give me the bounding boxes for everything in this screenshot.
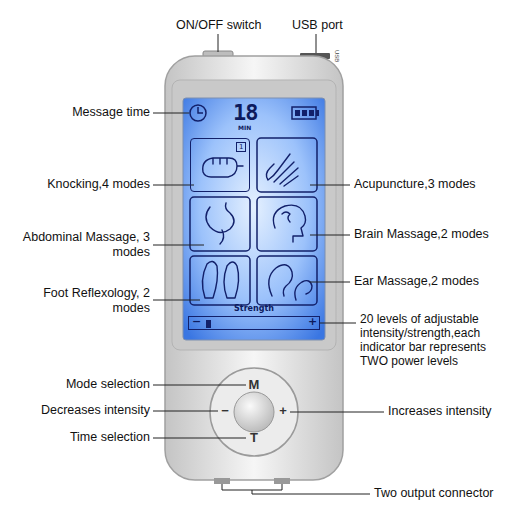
button-label: + — [277, 403, 289, 419]
control-ring — [210, 368, 298, 456]
timer-value: 18 — [233, 102, 258, 124]
clock-hands — [198, 107, 203, 113]
brain-icon — [273, 205, 305, 242]
lcd-screen — [183, 98, 325, 340]
mode-cell — [257, 256, 317, 305]
bracket — [222, 484, 370, 494]
battery-bar — [309, 110, 314, 116]
button-label: M — [248, 377, 260, 393]
bar-minus: − — [192, 315, 201, 329]
leader-line — [153, 300, 200, 301]
leader-line — [218, 34, 219, 52]
callout-label: Time selection — [4, 430, 150, 445]
leader-line — [310, 235, 350, 236]
callout-label: ON/OFF switch — [176, 18, 276, 33]
leader-line — [320, 323, 356, 324]
center-button — [234, 392, 274, 432]
clock-icon — [190, 105, 206, 121]
button-label: − — [219, 403, 231, 419]
callout-label: Decreases intensity — [4, 403, 150, 418]
bar-plus: + — [308, 315, 317, 329]
button-label: T — [248, 430, 260, 446]
callout-label: Increases intensity — [388, 404, 510, 419]
leader-line — [310, 282, 350, 283]
battery-icon — [292, 107, 316, 119]
leader-line — [153, 185, 194, 186]
leader-line — [153, 385, 246, 386]
callout-label: Brain Massage,2 modes — [354, 227, 504, 242]
knocking-icon — [203, 158, 243, 177]
leader-line — [316, 34, 317, 53]
leader-line — [153, 438, 246, 439]
mode-cell — [190, 256, 250, 305]
foot-icon — [202, 261, 238, 298]
button-ring: M − + T — [210, 368, 298, 456]
battery-tip — [316, 110, 319, 116]
ear-icon — [269, 265, 312, 300]
mode-cell — [257, 197, 317, 251]
strength-bar: Strength−+ — [188, 316, 320, 330]
callout-label: Acupuncture,3 modes — [354, 177, 504, 192]
callout-label: Abdominal Massage, 3 modes — [20, 230, 150, 260]
callout-label: 20 levels of adjustable intensity/streng… — [360, 312, 510, 368]
cell-number: 1 — [236, 142, 246, 152]
callout-label: Foot Reflexology, 2 modes — [40, 286, 150, 316]
acupuncture-icon — [266, 154, 298, 186]
timer-unit: MIN — [238, 124, 251, 131]
strength-indicator — [206, 320, 211, 328]
callout-label: Message time — [4, 105, 150, 120]
abdominal-icon — [206, 203, 234, 244]
mode-cell — [257, 138, 317, 192]
port-marking: USB — [333, 50, 340, 70]
screen-panel — [172, 80, 336, 350]
leader-line — [153, 411, 218, 412]
device-body — [165, 56, 343, 480]
strength-label: Strength — [189, 304, 319, 314]
callout-label: Ear Massage,2 modes — [354, 274, 504, 289]
leader-line — [310, 185, 350, 186]
callout-label: Mode selection — [4, 377, 150, 392]
lcd-screen-area: 18MIN Strength− +1 — [183, 98, 325, 340]
mode-cell: 1 — [190, 138, 250, 192]
callout-label: Knocking,4 modes — [4, 177, 150, 192]
callout-label: USB port — [292, 18, 362, 33]
output-connector — [274, 478, 290, 484]
leader-line — [290, 412, 384, 413]
mode-cell — [190, 197, 250, 251]
battery-bar — [302, 110, 307, 116]
leader-line — [153, 113, 189, 114]
battery-bar — [295, 110, 300, 116]
leader-line — [153, 245, 204, 246]
output-connector — [214, 478, 230, 484]
callout-label: Two output connector — [374, 486, 510, 501]
